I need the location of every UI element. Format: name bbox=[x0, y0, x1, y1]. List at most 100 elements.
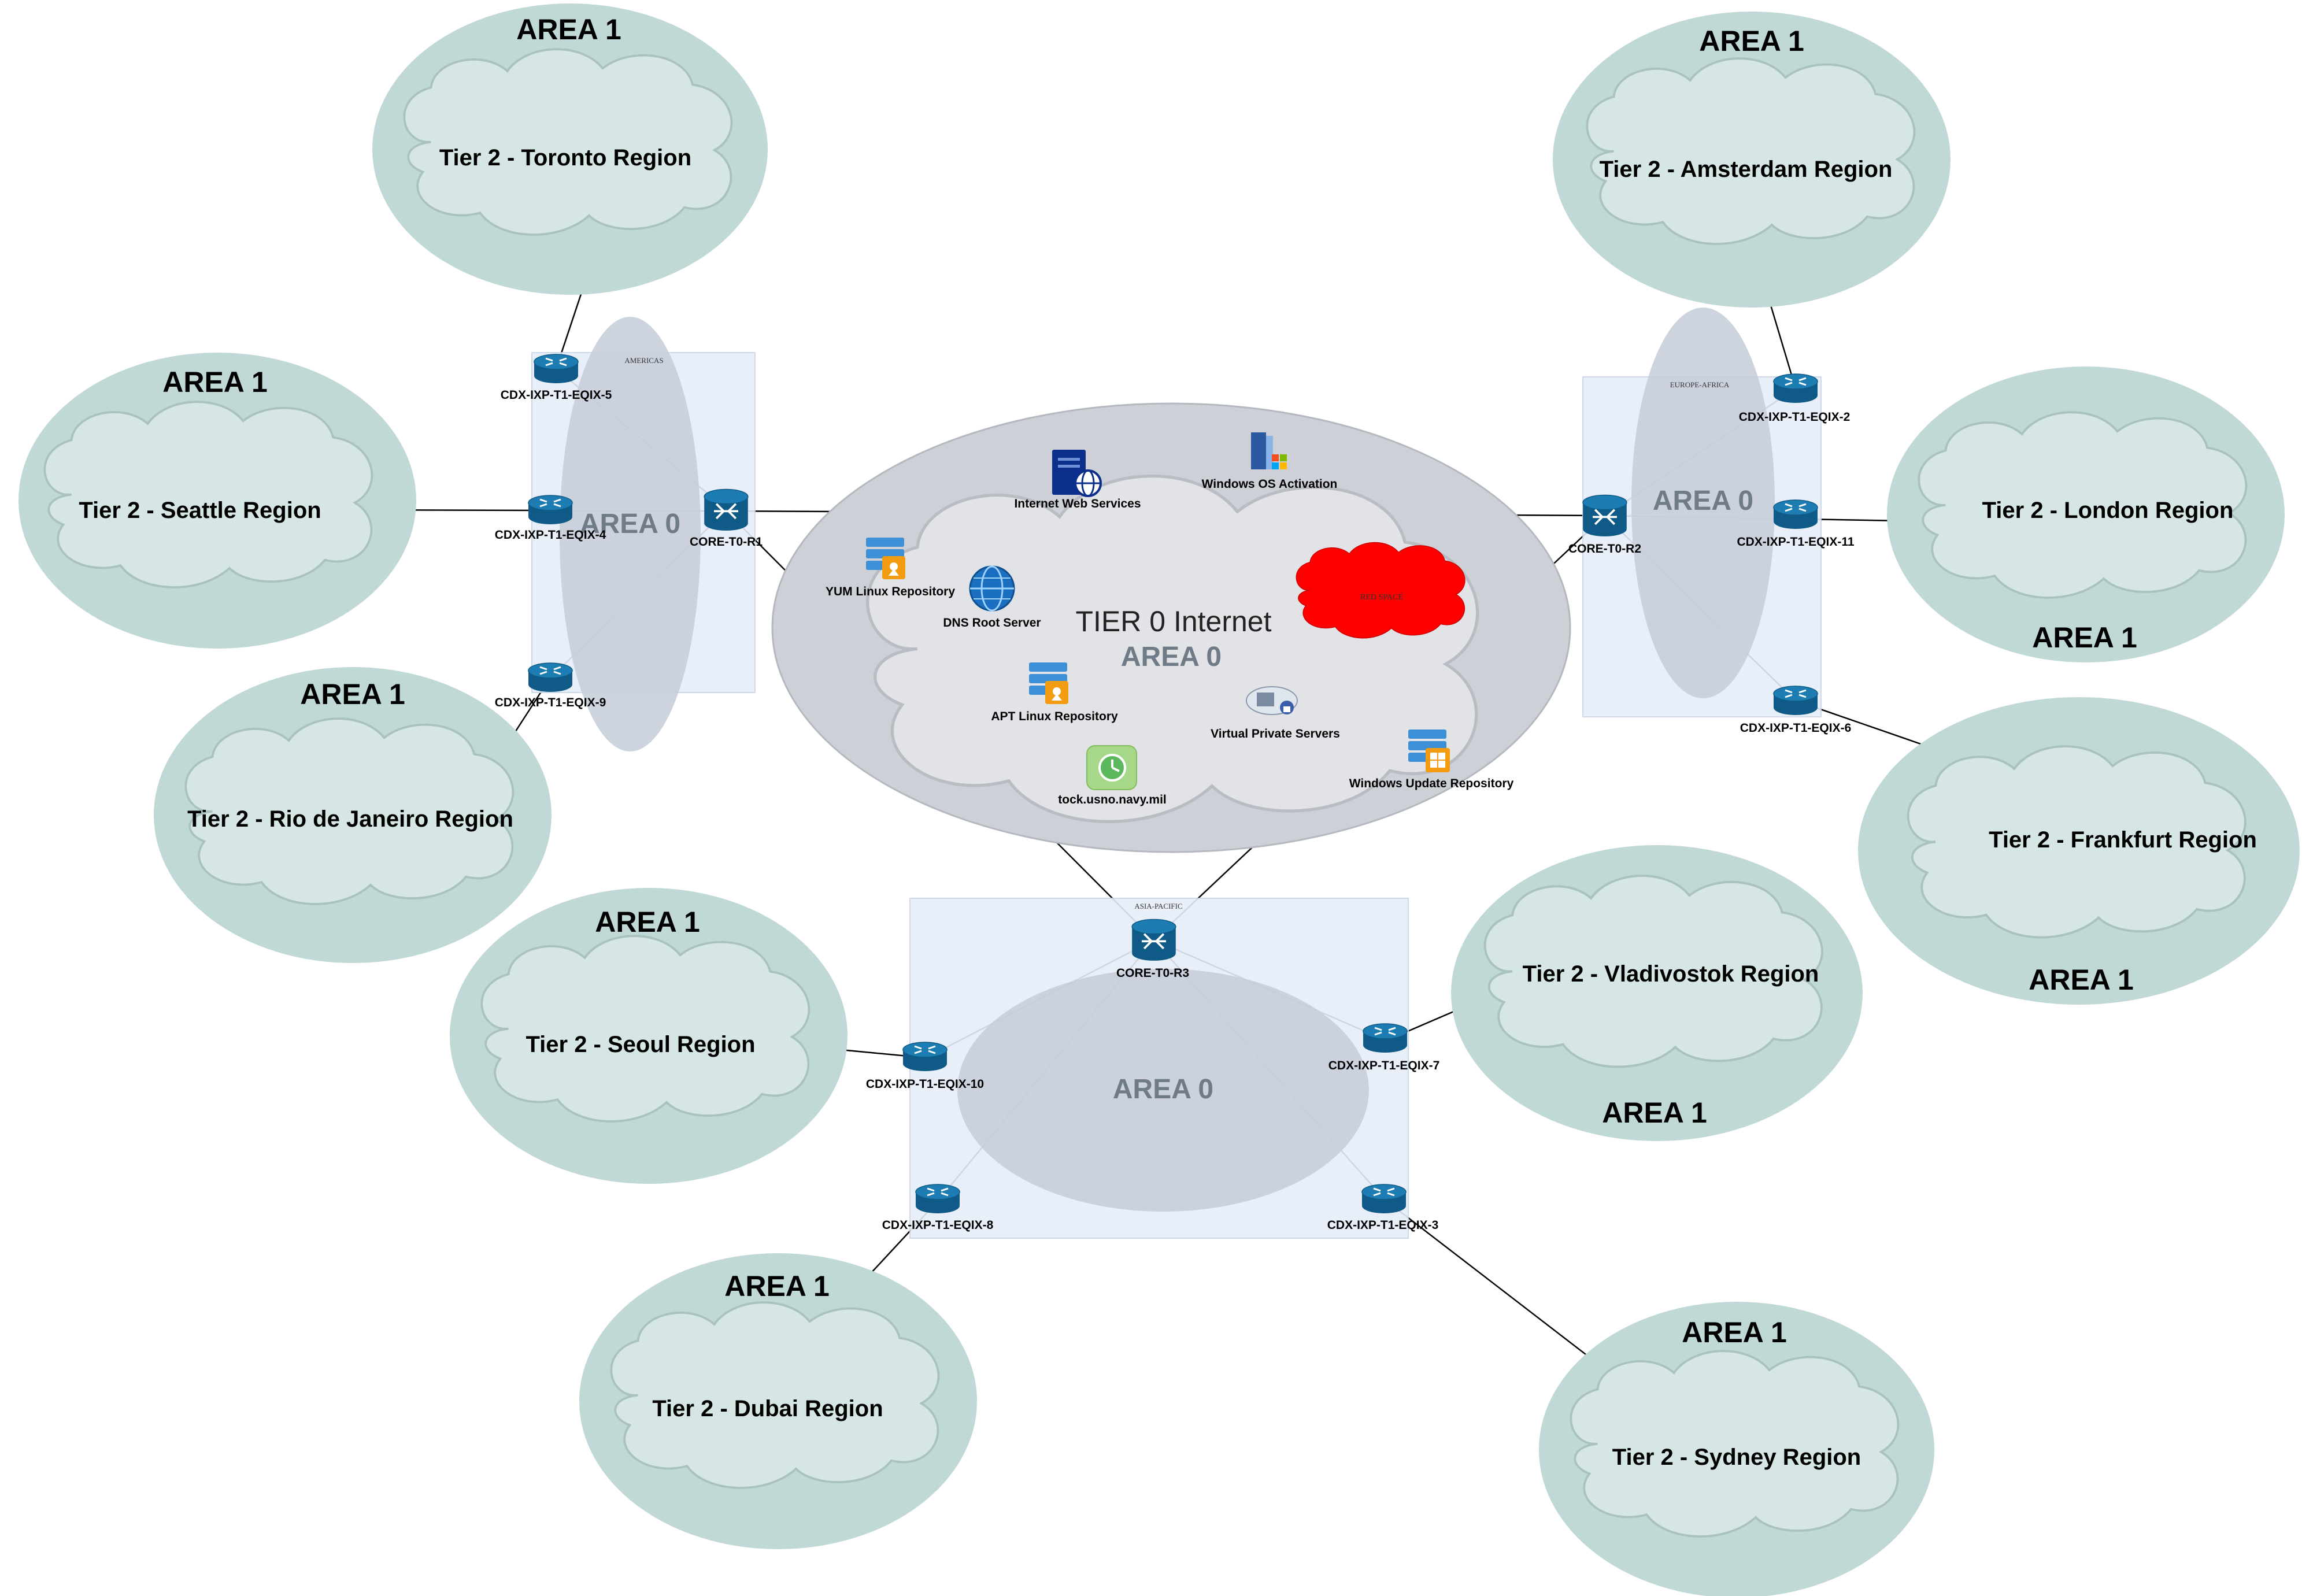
edge-router-eqix-4[interactable]: CDX-IXP-T1-EQIX-4 bbox=[495, 494, 606, 542]
edge-router-eqix-2[interactable]: CDX-IXP-T1-EQIX-2 bbox=[1739, 373, 1851, 424]
service-label: Virtual Private Servers bbox=[1211, 727, 1340, 740]
region-name: Tier 2 - Amsterdam Region bbox=[1600, 157, 1893, 182]
red-space-label: RED SPACE bbox=[1360, 593, 1403, 602]
edge-router-eqix-7[interactable]: CDX-IXP-T1-EQIX-7 bbox=[1328, 1023, 1440, 1072]
router-label: CDX-IXP-T1-EQIX-7 bbox=[1328, 1059, 1440, 1072]
region-seoul: AREA 1 Tier 2 - Seoul Region bbox=[450, 888, 847, 1184]
router-icon bbox=[1772, 373, 1819, 404]
core-router-r3[interactable]: CORE-T0-R3 bbox=[1116, 918, 1189, 980]
zone-europe-africa: EUROPE-AFRICA AREA 0 bbox=[1582, 308, 1822, 717]
region-area-label: AREA 1 bbox=[1602, 1097, 1707, 1129]
web-server-icon bbox=[1052, 450, 1102, 497]
router-icon bbox=[527, 494, 573, 525]
region-area-label: AREA 1 bbox=[516, 13, 621, 46]
core-router-r2[interactable]: CORE-T0-R2 bbox=[1568, 494, 1641, 556]
region-name: Tier 2 - Toronto Region bbox=[439, 145, 691, 171]
tier0-area-label: AREA 0 bbox=[1121, 642, 1222, 672]
core-switch-icon bbox=[703, 488, 749, 532]
region-area-label: AREA 1 bbox=[162, 366, 268, 398]
zone-asia-pacific-area: AREA 0 bbox=[1113, 1074, 1213, 1105]
linux-repo-icon bbox=[1029, 662, 1068, 704]
region-area-label: AREA 1 bbox=[1699, 25, 1804, 57]
service-windows-os-activation[interactable]: Windows OS Activation bbox=[1202, 432, 1338, 491]
router-icon bbox=[915, 1183, 961, 1214]
router-icon bbox=[527, 662, 573, 693]
region-london: AREA 1 Tier 2 - London Region bbox=[1887, 366, 2285, 662]
router-label: CDX-IXP-T1-EQIX-2 bbox=[1739, 410, 1851, 424]
router-icon bbox=[1772, 499, 1819, 530]
router-icon bbox=[902, 1041, 948, 1072]
region-frankfurt: AREA 1 Tier 2 - Frankfurt Region bbox=[1858, 697, 2300, 1005]
router-label: CDX-IXP-T1-EQIX-8 bbox=[882, 1219, 994, 1232]
region-name: Tier 2 - Seattle Region bbox=[79, 498, 321, 523]
zone-europe-africa-area: AREA 0 bbox=[1653, 486, 1753, 516]
region-name: Tier 2 - Vladivostok Region bbox=[1523, 961, 1819, 987]
zone-europe-africa-label: EUROPE-AFRICA bbox=[1670, 380, 1730, 389]
router-icon bbox=[533, 353, 579, 384]
service-internet-web-services[interactable]: Internet Web Services bbox=[1014, 450, 1141, 510]
clock-icon bbox=[1086, 745, 1137, 790]
windows-repo-icon bbox=[1408, 730, 1450, 772]
service-windows-update-repository[interactable]: Windows Update Repository bbox=[1349, 730, 1514, 790]
tier0-internet-cloud: TIER 0 Internet AREA 0 bbox=[771, 402, 1571, 853]
zone-asia-pacific: ASIA-PACIFIC AREA 0 bbox=[909, 898, 1409, 1239]
router-label: CORE-T0-R2 bbox=[1568, 542, 1641, 556]
router-label: CDX-IXP-T1-EQIX-10 bbox=[866, 1077, 984, 1091]
service-label: Windows OS Activation bbox=[1202, 477, 1338, 491]
service-tock-time-server[interactable]: tock.usno.navy.mil bbox=[1058, 745, 1167, 806]
edge-router-eqix-8[interactable]: CDX-IXP-T1-EQIX-8 bbox=[882, 1183, 994, 1232]
windows-activation-icon bbox=[1251, 432, 1287, 469]
router-label: CORE-T0-R1 bbox=[690, 535, 763, 549]
region-name: Tier 2 - Rio de Janeiro Region bbox=[187, 806, 513, 832]
edge-router-eqix-9[interactable]: CDX-IXP-T1-EQIX-9 bbox=[495, 662, 606, 709]
router-icon bbox=[1362, 1023, 1408, 1054]
region-area-label: AREA 1 bbox=[2029, 964, 2134, 996]
service-label: DNS Root Server bbox=[943, 616, 1041, 629]
region-name: Tier 2 - London Region bbox=[1982, 498, 2234, 523]
region-seattle: AREA 1 Tier 2 - Seattle Region bbox=[18, 353, 416, 649]
zone-americas-label: AMERICAS bbox=[624, 356, 663, 365]
region-name: Tier 2 - Seoul Region bbox=[525, 1032, 755, 1057]
region-dubai: AREA 1 Tier 2 - Dubai Region bbox=[579, 1253, 977, 1549]
service-yum-linux-repository[interactable]: YUM Linux Repository bbox=[826, 538, 955, 598]
region-rio: AREA 1 Tier 2 - Rio de Janeiro Region bbox=[154, 667, 552, 963]
service-apt-linux-repository[interactable]: APT Linux Repository bbox=[991, 662, 1118, 723]
edge-router-eqix-5[interactable]: CDX-IXP-T1-EQIX-5 bbox=[501, 353, 612, 402]
region-area-label: AREA 1 bbox=[724, 1270, 830, 1302]
region-name: Tier 2 - Sydney Region bbox=[1612, 1445, 1861, 1470]
vps-cloud-icon bbox=[1246, 686, 1298, 715]
red-space-cloud: RED SPACE bbox=[1296, 542, 1465, 639]
core-switch-icon bbox=[1131, 918, 1177, 962]
service-label: Internet Web Services bbox=[1014, 497, 1141, 510]
region-name: Tier 2 - Dubai Region bbox=[652, 1396, 883, 1421]
edge-router-eqix-11[interactable]: CDX-IXP-T1-EQIX-11 bbox=[1737, 499, 1855, 549]
service-virtual-private-servers[interactable]: Virtual Private Servers bbox=[1211, 686, 1340, 740]
region-area-label: AREA 1 bbox=[2032, 621, 2137, 654]
core-switch-icon bbox=[1582, 494, 1628, 538]
router-label: CORE-T0-R3 bbox=[1116, 967, 1189, 980]
edge-router-eqix-3[interactable]: CDX-IXP-T1-EQIX-3 bbox=[1327, 1183, 1439, 1232]
region-area-label: AREA 1 bbox=[595, 906, 700, 938]
core-router-r1[interactable]: CORE-T0-R1 bbox=[690, 488, 763, 549]
router-label: CDX-IXP-T1-EQIX-3 bbox=[1327, 1219, 1439, 1232]
edge-router-eqix-10[interactable]: CDX-IXP-T1-EQIX-10 bbox=[866, 1041, 984, 1091]
edge-router-eqix-6[interactable]: CDX-IXP-T1-EQIX-6 bbox=[1740, 685, 1852, 735]
service-label: Windows Update Repository bbox=[1349, 777, 1514, 790]
region-vladivostok: AREA 1 Tier 2 - Vladivostok Region bbox=[1451, 845, 1863, 1141]
service-label: YUM Linux Repository bbox=[826, 585, 955, 598]
linux-repo-icon bbox=[866, 538, 905, 579]
router-label: CDX-IXP-T1-EQIX-11 bbox=[1737, 535, 1854, 549]
tier0-title: TIER 0 Internet bbox=[1075, 605, 1271, 638]
region-area-label: AREA 1 bbox=[1682, 1316, 1787, 1349]
router-icon bbox=[1361, 1183, 1407, 1214]
region-name: Tier 2 - Frankfurt Region bbox=[1989, 827, 2257, 853]
zone-asia-pacific-label: ASIA-PACIFIC bbox=[1134, 902, 1182, 910]
router-label: CDX-IXP-T1-EQIX-4 bbox=[495, 528, 606, 542]
region-amsterdam: AREA 1 Tier 2 - Amsterdam Region bbox=[1553, 12, 1951, 308]
service-dns-root-server[interactable]: DNS Root Server bbox=[943, 565, 1041, 629]
router-icon bbox=[1772, 685, 1819, 716]
region-area-label: AREA 1 bbox=[300, 678, 405, 710]
service-label: tock.usno.navy.mil bbox=[1058, 793, 1167, 806]
router-label: CDX-IXP-T1-EQIX-9 bbox=[495, 696, 606, 709]
